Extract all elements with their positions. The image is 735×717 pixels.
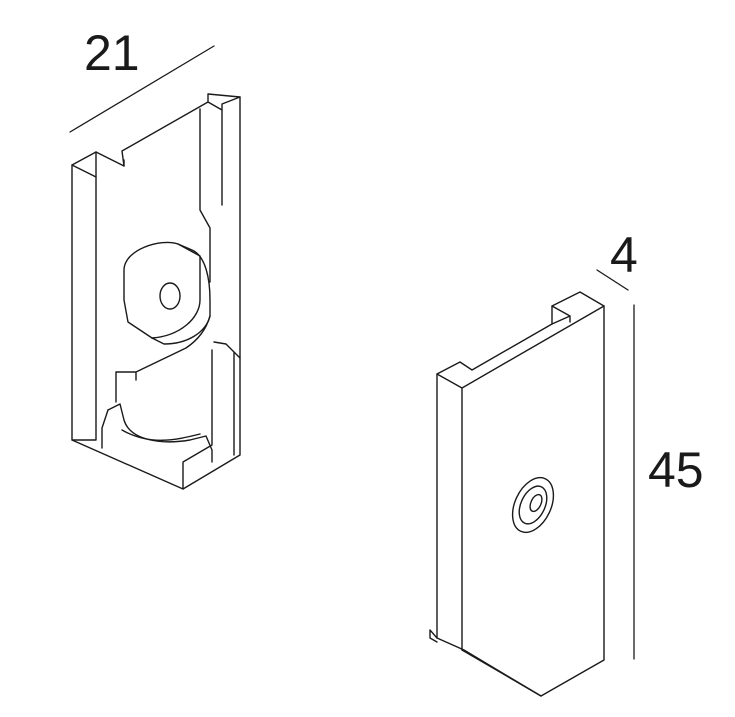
tab-thickness bbox=[151, 243, 211, 345]
left-wall-inner bbox=[71, 176, 97, 441]
front-outline bbox=[436, 291, 605, 697]
channel-back-edge bbox=[71, 96, 241, 206]
end-cap-front-view bbox=[429, 269, 635, 697]
right-notch bbox=[213, 341, 241, 456]
bottom-curve bbox=[101, 409, 201, 449]
end-cap-rear-view bbox=[69, 45, 241, 490]
screw-head-outer bbox=[511, 476, 555, 534]
depth-dimension-label: 4 bbox=[610, 227, 638, 283]
mounting-tab bbox=[123, 241, 201, 339]
front-top-edges bbox=[436, 305, 605, 651]
depth-dimension-line bbox=[596, 269, 629, 291]
front-bottom-edges bbox=[429, 629, 542, 697]
width-dimension-line bbox=[69, 45, 215, 133]
right-wall-inner bbox=[182, 108, 213, 490]
screw-head-inner bbox=[518, 485, 548, 525]
screw-hole bbox=[529, 493, 543, 513]
tab-hole bbox=[159, 282, 181, 310]
height-dimension-label: 45 bbox=[648, 442, 704, 498]
width-dimension-label: 21 bbox=[84, 25, 140, 81]
lower-ramp bbox=[115, 315, 211, 403]
